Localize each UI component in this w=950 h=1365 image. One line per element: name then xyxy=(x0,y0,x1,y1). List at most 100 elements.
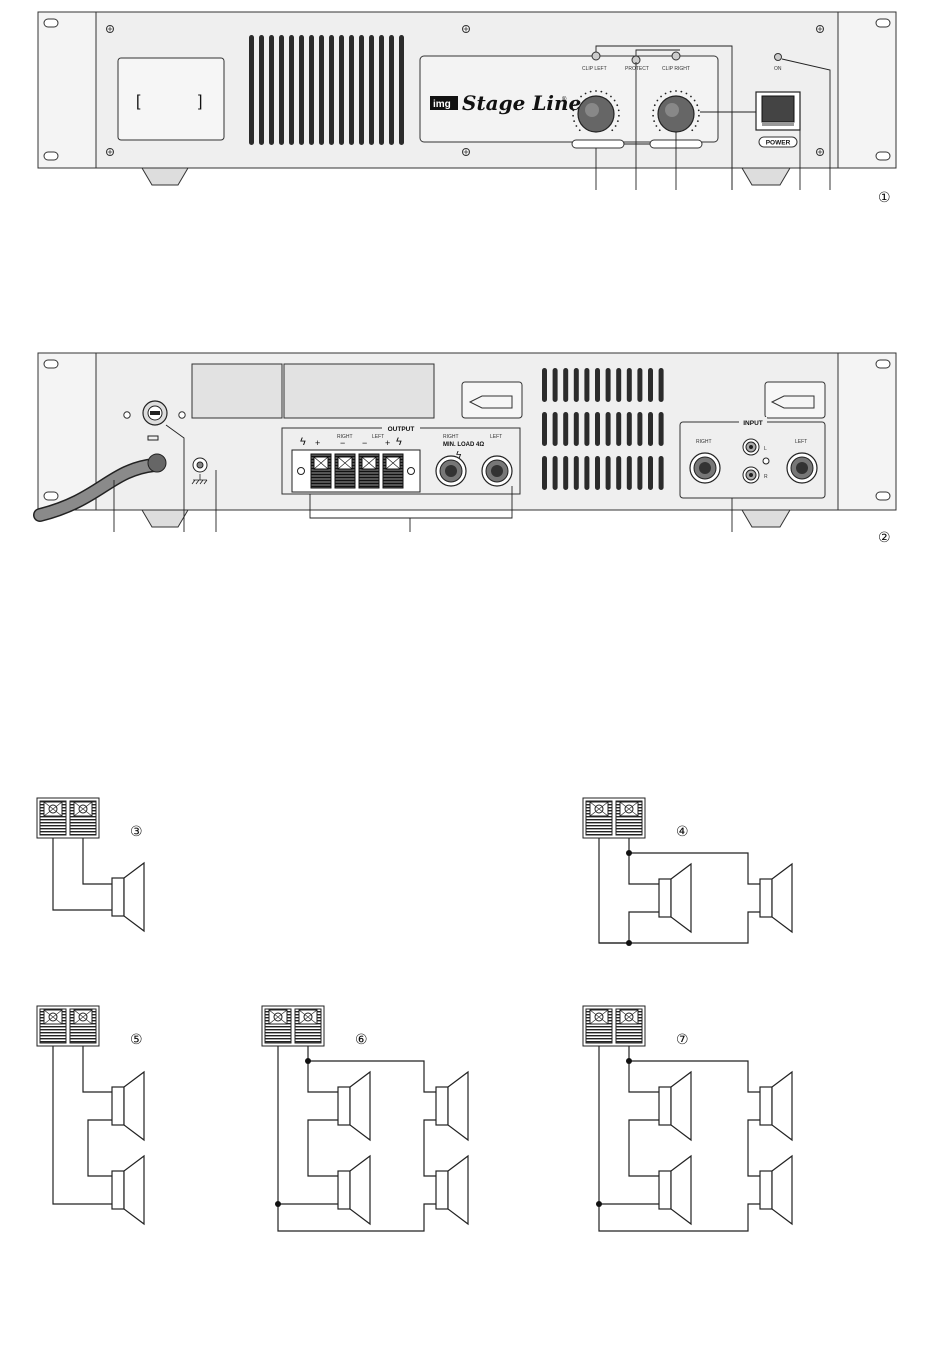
scale-dot xyxy=(574,104,576,106)
scale-dot xyxy=(615,125,617,127)
vent-slot xyxy=(584,368,589,402)
vent-slot xyxy=(627,412,632,446)
figure-number-1: ① xyxy=(878,189,891,205)
scale-dot xyxy=(606,93,608,95)
scale-dot xyxy=(590,91,592,93)
screw-icon xyxy=(124,412,130,418)
screw-icon xyxy=(179,412,185,418)
vent-slot xyxy=(389,35,394,145)
gain-knob-left[interactable] xyxy=(578,96,614,132)
wire xyxy=(308,1046,436,1092)
rating-plate-right xyxy=(284,364,434,418)
hazard-bolt-icon: ϟ xyxy=(396,436,402,448)
scale-dot xyxy=(652,115,654,117)
figure-number: ⑥ xyxy=(355,1031,368,1047)
vent-slot xyxy=(648,368,653,402)
junction-dot xyxy=(596,1201,602,1207)
scale-dot xyxy=(614,100,616,102)
scale-dot xyxy=(655,125,657,127)
vent-slot xyxy=(574,456,579,490)
gain-knob-right[interactable] xyxy=(658,96,694,132)
terminal-minus-label: − xyxy=(340,438,345,448)
vent-slot xyxy=(616,412,621,446)
wire xyxy=(308,1120,338,1176)
vent-slot xyxy=(606,412,611,446)
vent-slot xyxy=(259,35,264,145)
scale-dot xyxy=(585,93,587,95)
vent-slot xyxy=(584,456,589,490)
scale-dot xyxy=(618,110,620,112)
clip-right-label: CLIP RIGHT xyxy=(662,66,690,72)
vent-slot xyxy=(553,456,558,490)
speaker-icon xyxy=(772,1072,792,1140)
vent-slot xyxy=(584,412,589,446)
min-load-label: MIN. LOAD 4Ω xyxy=(443,442,484,448)
display-bracket-left: [ xyxy=(136,93,141,110)
speaker-icon xyxy=(671,1156,691,1224)
vent-slot xyxy=(574,368,579,402)
rca-input-right[interactable] xyxy=(743,467,759,483)
speaker-jack-right[interactable] xyxy=(436,456,466,486)
screw-icon xyxy=(408,468,415,475)
speaker-icon xyxy=(671,864,691,932)
vent-slot xyxy=(349,35,354,145)
vent-slot xyxy=(574,412,579,446)
input-jack-left[interactable] xyxy=(787,453,817,483)
vent-slot xyxy=(563,412,568,446)
power-switch[interactable] xyxy=(762,96,794,122)
wire xyxy=(629,1120,659,1176)
figure-number: ⑦ xyxy=(676,1031,689,1047)
scale-dot xyxy=(573,120,575,122)
vent-slot xyxy=(299,35,304,145)
speaker-icon xyxy=(772,864,792,932)
scale-dot xyxy=(659,129,661,131)
input-left-label: LEFT xyxy=(795,439,807,445)
scale-dot xyxy=(680,91,682,93)
vent-slot xyxy=(659,368,664,402)
vent-slot xyxy=(309,35,314,145)
vent-slot xyxy=(249,35,254,145)
vent-slot xyxy=(339,35,344,145)
rack-ear-left xyxy=(38,12,96,168)
rack-hole xyxy=(876,152,890,160)
vent-slot xyxy=(319,35,324,145)
speaker-jack-left[interactable] xyxy=(482,456,512,486)
rating-plate-left xyxy=(192,364,282,418)
screw-icon xyxy=(298,468,305,475)
wire xyxy=(629,1061,659,1092)
scale-dot xyxy=(652,110,654,112)
terminal-minus-label: − xyxy=(362,438,367,448)
vent-slot xyxy=(637,412,642,446)
scale-dot xyxy=(580,96,582,98)
speaker-icon xyxy=(772,1156,792,1224)
junction-dot xyxy=(275,1201,281,1207)
scale-dot xyxy=(656,100,658,102)
power-switch-edge xyxy=(762,122,794,126)
wire xyxy=(748,1120,760,1176)
scale-dot xyxy=(575,125,577,127)
scale-dot xyxy=(618,115,620,117)
jack-info-box-left xyxy=(462,382,522,418)
input-jack-right[interactable] xyxy=(690,453,720,483)
rack-hole xyxy=(44,492,58,500)
scale-dot xyxy=(616,104,618,106)
rack-hole xyxy=(44,19,58,27)
figure-number: ④ xyxy=(676,823,689,839)
speaker-magnet xyxy=(659,1087,671,1125)
figure-number: ③ xyxy=(130,823,143,839)
output-left-label: LEFT xyxy=(372,434,384,440)
speaker-magnet xyxy=(436,1087,448,1125)
wiring-diagram-6: ⑥ xyxy=(262,1006,468,1231)
vent-slot xyxy=(379,35,384,145)
scale-dot xyxy=(694,100,696,102)
rack-ear-right xyxy=(838,353,896,510)
wire xyxy=(83,1046,112,1092)
cord-strain-relief xyxy=(148,454,166,472)
clip-right-led xyxy=(672,52,680,60)
scale-dot xyxy=(665,93,667,95)
speaker-icon xyxy=(124,1072,144,1140)
rca-input-left[interactable] xyxy=(743,439,759,455)
scale-dot xyxy=(697,120,699,122)
input-label: INPUT xyxy=(743,420,763,427)
